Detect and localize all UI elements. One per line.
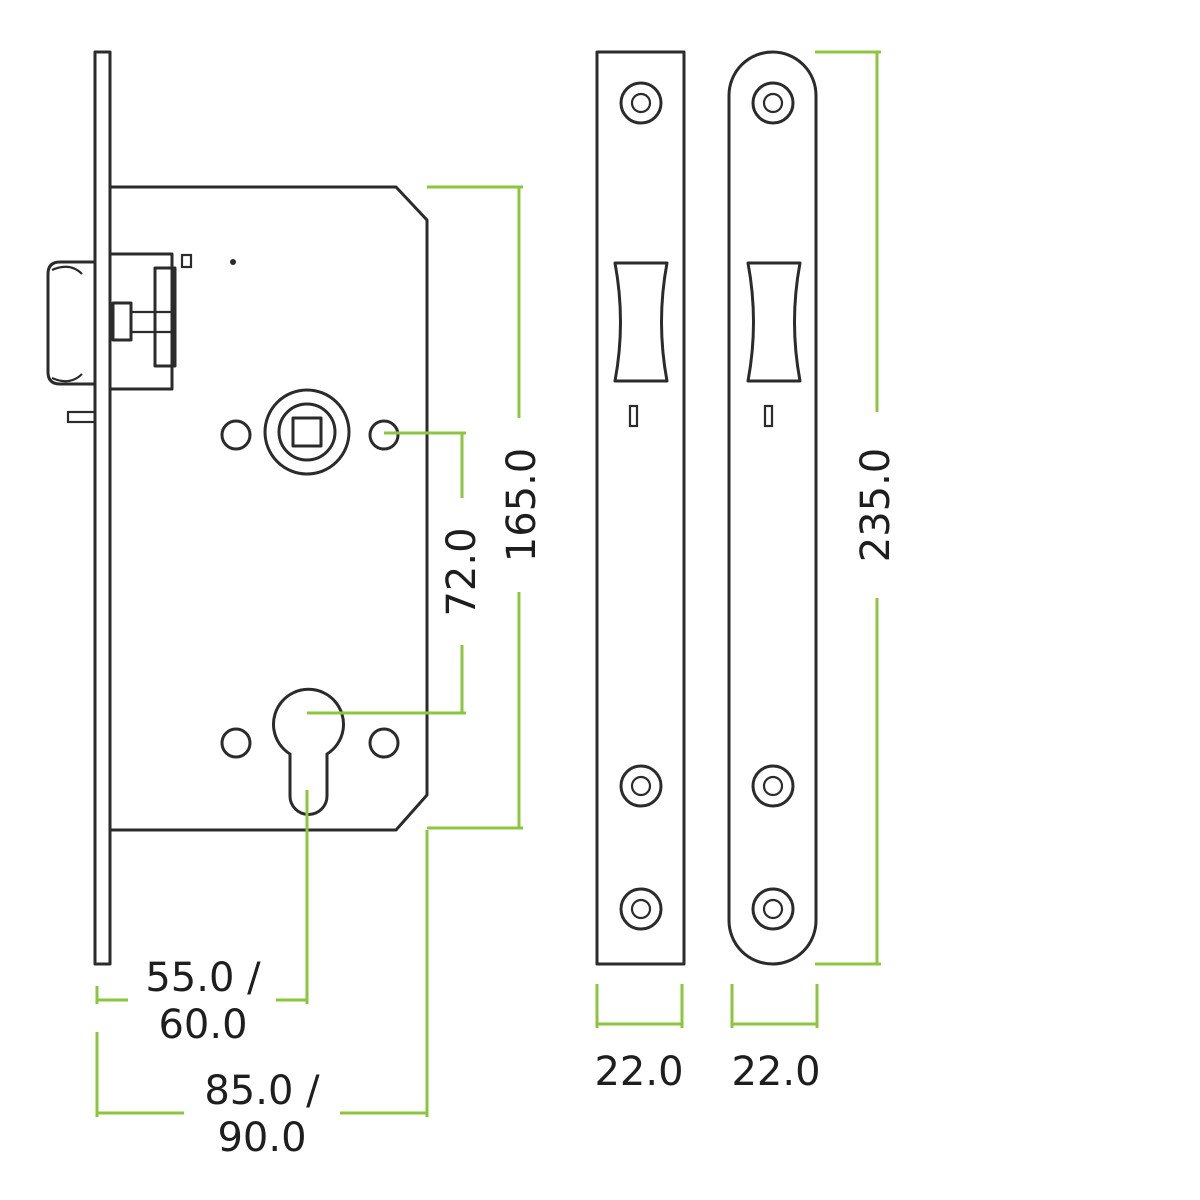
round-forend-screw-top-outer	[751, 81, 795, 125]
follower-outer	[263, 388, 351, 476]
fixing-hole-top-left	[220, 419, 252, 451]
round-forend-screw-bottom-inner	[762, 898, 784, 920]
dimension-labels: 165.0 72.0 235.0 55.0 / 60.0 85.0 / 90.0…	[145, 448, 899, 1161]
latch-bolt	[46, 260, 97, 386]
dim-label-width-square: 22.0	[594, 1049, 683, 1095]
round-forend-latch-slot	[746, 261, 802, 383]
square-forend-screw-top-inner	[630, 92, 652, 114]
latch-block	[153, 266, 177, 368]
follower-inner	[277, 402, 337, 462]
rivet-dot	[230, 259, 236, 265]
lock-case-side-view	[46, 50, 429, 966]
dim-label-235: 235.0	[853, 448, 899, 563]
dim-label-backset-line2: 60.0	[158, 1002, 247, 1048]
latch-tail	[111, 301, 133, 342]
round-forend-screw-top-inner	[762, 92, 784, 114]
follower-square-spindle	[291, 416, 323, 448]
round-forend-deadlatch-slot	[763, 404, 774, 428]
round-forend-screw-mid-outer	[751, 764, 795, 808]
anti-thrust-button	[180, 253, 193, 269]
fixing-hole-bottom-left	[220, 727, 252, 759]
round-forend	[727, 50, 818, 966]
dim-label-width-round: 22.0	[731, 1049, 820, 1095]
square-forend-screw-top-outer	[619, 81, 663, 125]
square-forend-plate	[595, 50, 686, 966]
fixing-hole-top-right	[368, 419, 400, 451]
latch-bolt-curve-bottom	[51, 373, 83, 383]
square-forend-screw-bottom-outer	[619, 887, 663, 931]
square-forend-screw-mid-outer	[619, 764, 663, 808]
square-forend-latch-slot	[613, 261, 669, 383]
square-forend-deadlatch-slot	[628, 404, 639, 428]
deadlatch-pin	[66, 410, 97, 424]
square-forend	[595, 50, 686, 966]
dim-label-72: 72.0	[439, 527, 485, 616]
round-forend-screw-mid-inner	[762, 775, 784, 797]
dim-label-depth-line1: 85.0 /	[204, 1068, 320, 1114]
round-forend-plate	[727, 50, 818, 966]
forend-edge	[93, 50, 112, 966]
case-body	[108, 185, 429, 832]
latch-housing	[108, 252, 174, 391]
dim-label-backset-line1: 55.0 /	[145, 955, 261, 1001]
dim-label-165: 165.0	[499, 448, 545, 563]
latch-bolt-curve-top	[51, 265, 83, 275]
dimension-lines	[95, 50, 881, 1117]
square-forend-screw-bottom-inner	[630, 898, 652, 920]
fixing-hole-bottom-right	[368, 727, 400, 759]
square-forend-screw-mid-inner	[630, 775, 652, 797]
dim-label-depth-line2: 90.0	[217, 1115, 306, 1161]
round-forend-screw-bottom-outer	[751, 887, 795, 931]
